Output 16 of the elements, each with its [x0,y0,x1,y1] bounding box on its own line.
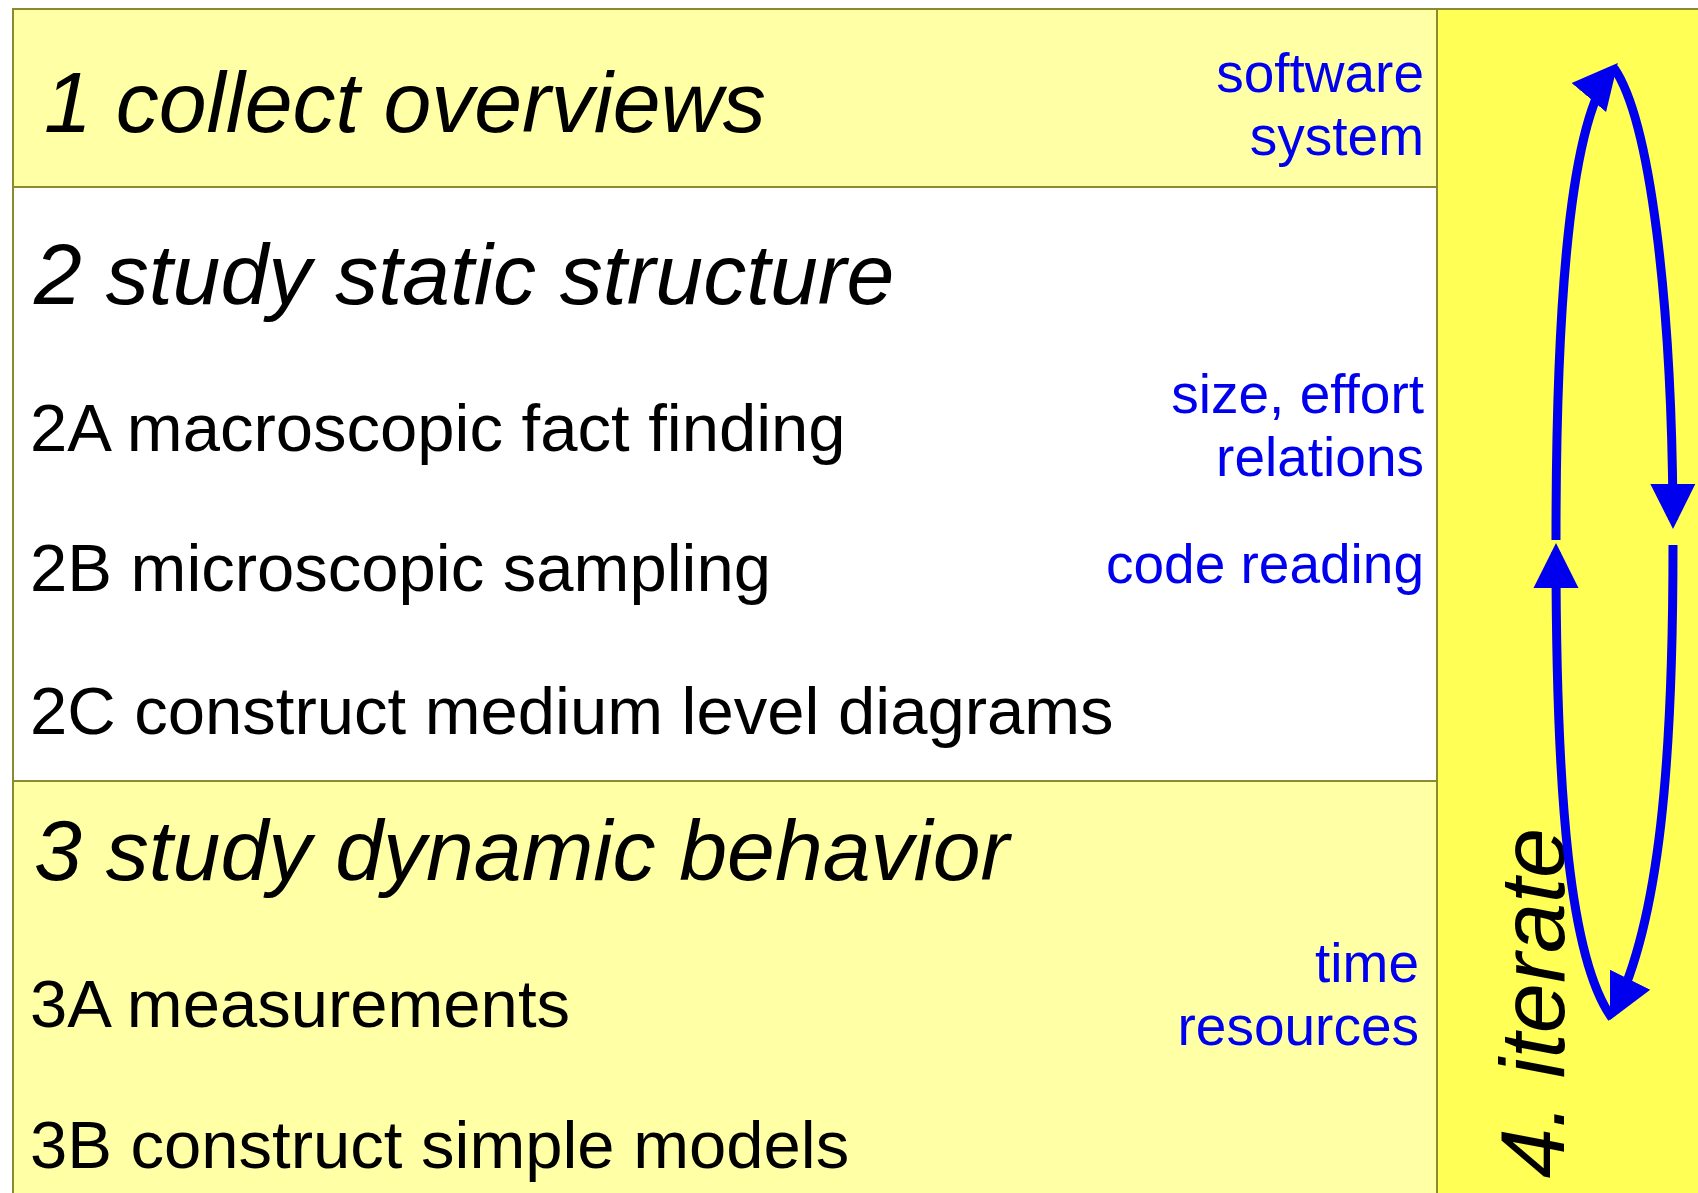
annotation-text: code reading [1104,533,1424,597]
step-text: 2B microscopic sampling [30,529,771,607]
annotation-text: time resources [1176,931,1419,1059]
heading-text: 1 collect overviews [44,52,766,152]
heading-text: 3 study dynamic behavior [34,800,1010,900]
step-text: 2A macroscopic fact finding [30,389,846,467]
step-text: 3B construct simple models [30,1106,850,1184]
iterate-label: 4. iterate [1488,827,1578,1178]
phase-band [12,780,1438,1193]
heading-text: 2 study static structure [34,224,895,324]
step-text: 3A measurements [30,965,570,1043]
annotation-text: software system [1215,41,1424,169]
side-band [1436,8,1698,1193]
annotation-text: size, effort relations [1170,362,1424,490]
step-text: 2C construct medium level diagrams [30,672,1114,750]
phase-band [12,8,1438,188]
